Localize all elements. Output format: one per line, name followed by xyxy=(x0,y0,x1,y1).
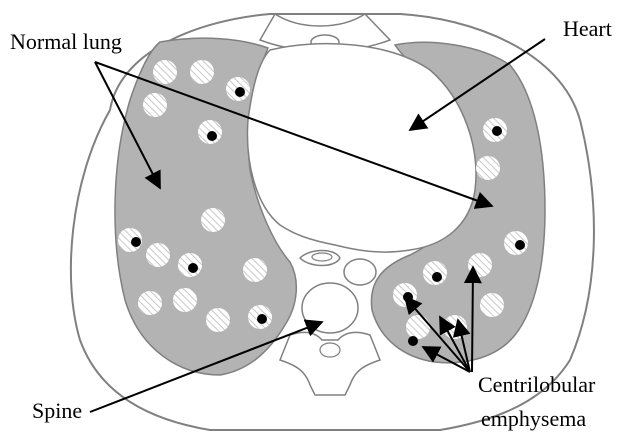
label-centrilobular-line2: emphysema xyxy=(481,408,586,430)
emphysema-spot xyxy=(153,60,177,84)
emphysema-spot xyxy=(476,156,500,180)
lesion-dot xyxy=(131,237,141,247)
trachea xyxy=(312,253,332,261)
emphysema-spot xyxy=(443,315,467,339)
label-heart: Heart xyxy=(563,18,612,40)
emphysema-spot xyxy=(173,288,197,312)
lesion-dot xyxy=(492,126,502,136)
label-spine: Spine xyxy=(32,400,82,422)
emphysema-spot xyxy=(143,93,167,117)
lesion-dot xyxy=(235,87,245,97)
lesion-dot xyxy=(188,263,198,273)
emphysema-spot xyxy=(146,243,170,267)
spinal-canal xyxy=(320,343,340,357)
lesion-dot xyxy=(257,314,267,324)
emphysema-spot xyxy=(406,315,430,339)
arrow-emphysema-4 xyxy=(472,267,473,372)
emphysema-spot xyxy=(201,208,225,232)
lesion-dot xyxy=(408,336,418,346)
emphysema-spot xyxy=(468,253,492,277)
lesion-dot xyxy=(515,240,525,250)
emphysema-spot xyxy=(243,258,267,282)
emphysema-spot xyxy=(138,291,162,315)
lesion-dot xyxy=(207,131,217,141)
emphysema-spot xyxy=(480,293,504,317)
emphysema-spot xyxy=(190,60,214,84)
label-centrilobular-line1: Centrilobular xyxy=(478,374,595,396)
aorta xyxy=(344,259,376,285)
lesion-dot xyxy=(432,272,442,282)
emphysema-spot xyxy=(206,308,230,332)
label-normal-lung: Normal lung xyxy=(10,31,122,53)
